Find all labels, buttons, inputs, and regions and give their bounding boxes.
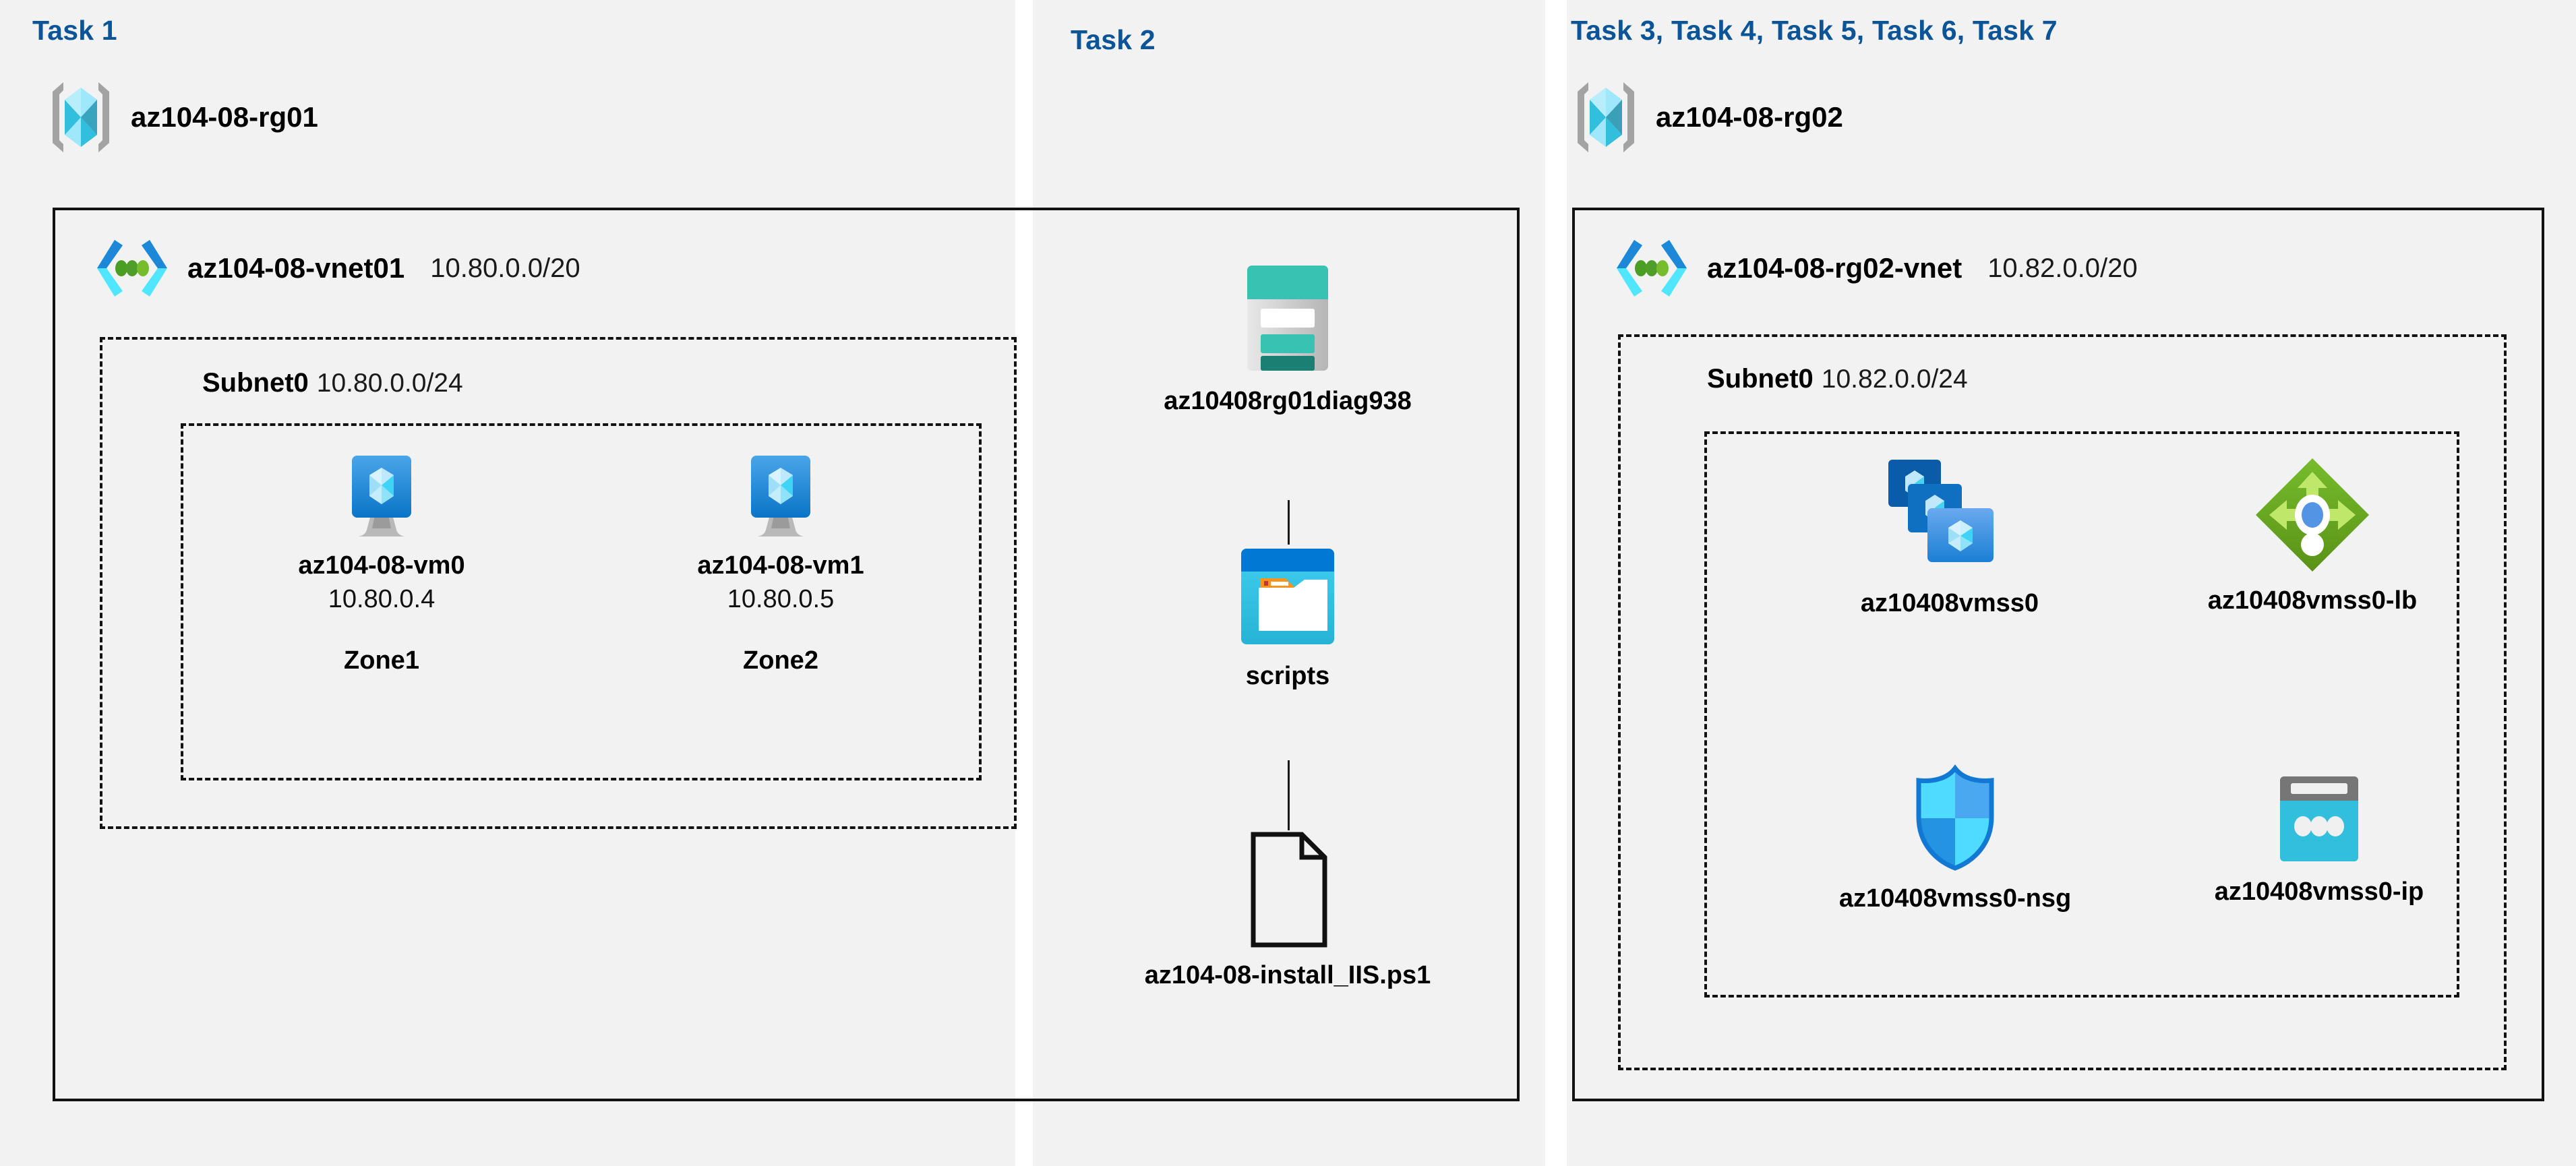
resource-group-rg02: az104-08-rg02 (1574, 80, 1843, 155)
network-security-group-icon (1909, 764, 2001, 872)
file-icon (1238, 830, 1337, 949)
vnet02-boundary (1572, 208, 2544, 1101)
resource-group-icon (49, 80, 113, 155)
subnet-cidr: 10.80.0.0/24 (316, 369, 463, 398)
vmss-group-boundary (1704, 431, 2459, 998)
connector-line-storage-to-container (1288, 500, 1290, 545)
vnet01-boundary (53, 208, 1520, 1101)
storage-account-icon (1238, 262, 1338, 375)
vnet01-header: az104-08-vnet01 10.80.0.0/20 (94, 237, 580, 299)
vnet-name-label: az104-08-rg02-vnet (1707, 252, 1963, 284)
node-ip-address: 10.80.0.5 (727, 584, 835, 613)
resource-group-icon (1574, 80, 1638, 155)
subnet0-boundary-vnet01 (100, 337, 1017, 829)
node-name: az104-08-install_IIS.ps1 (1144, 961, 1431, 989)
subnet0-boundary-vnet02 (1618, 334, 2507, 1070)
node-name: az10408vmss0 (1860, 589, 2039, 617)
node-name: az10408vmss0-nsg (1838, 884, 2072, 913)
resource-group-label: az104-08-rg01 (131, 101, 318, 133)
blob-container-icon (1234, 545, 1341, 650)
subnet-name: Subnet0 (202, 368, 309, 398)
node-name: scripts (1245, 662, 1330, 690)
resource-node-blob-container[interactable]: scripts (1200, 545, 1375, 693)
node-name: az10408vmss0-lb (2207, 586, 2418, 615)
vnet-cidr-label: 10.80.0.0/20 (430, 253, 580, 283)
task3-heading: Task 3, Task 4, Task 5, Task 6, Task 7 (1571, 15, 2058, 46)
subnet-name: Subnet0 (1707, 364, 1814, 394)
node-ip-address: 10.80.0.4 (328, 584, 436, 613)
resource-node-vm0[interactable]: az104-08-vm0 10.80.0.4 Zone1 (280, 452, 483, 675)
node-zone: Zone2 (743, 646, 818, 675)
resource-group-rg01: az104-08-rg01 (49, 80, 318, 155)
resource-node-vm-scale-set[interactable]: az10408vmss0 (1815, 456, 2085, 620)
subnet-cidr: 10.82.0.0/24 (1821, 365, 1968, 394)
connector-line-container-to-file (1288, 760, 1290, 830)
task1-heading: Task 1 (32, 15, 117, 46)
task2-heading: Task 2 (1071, 24, 1156, 55)
task1-panel (0, 0, 1015, 1166)
vnet-name-label: az104-08-vnet01 (187, 252, 405, 284)
vnet02-header: az104-08-rg02-vnet 10.82.0.0/20 (1614, 237, 2138, 299)
vm-scale-set-icon (1886, 456, 2014, 577)
load-balancer-icon (2253, 456, 2372, 574)
virtual-network-icon (94, 237, 170, 299)
vm-group-boundary (181, 423, 982, 780)
public-ip-address-icon (2272, 774, 2366, 865)
node-name: az10408vmss0-ip (2214, 878, 2424, 906)
resource-node-script-file[interactable]: az104-08-install_IIS.ps1 (1079, 830, 1497, 992)
resource-node-vm1[interactable]: az104-08-vm1 10.80.0.5 Zone2 (680, 452, 882, 675)
node-name: az104-08-vm1 (697, 551, 864, 580)
resource-group-label: az104-08-rg02 (1656, 101, 1843, 133)
resource-node-storage-account[interactable]: az10408rg01diag938 (1146, 262, 1429, 418)
virtual-network-icon (1614, 237, 1689, 299)
resource-node-public-ip-address[interactable]: az10408vmss0-ip (2184, 774, 2454, 909)
virtual-machine-icon (341, 452, 422, 539)
virtual-machine-icon (740, 452, 821, 539)
node-name: az10408rg01diag938 (1164, 387, 1412, 415)
resource-node-load-balancer[interactable]: az10408vmss0-lb (2164, 456, 2461, 617)
task3-panel (1567, 0, 2576, 1166)
vnet-cidr-label: 10.82.0.0/20 (1987, 253, 2138, 283)
resource-node-network-security-group[interactable]: az10408vmss0-nsg (1820, 764, 2090, 915)
node-zone: Zone1 (344, 646, 419, 675)
node-name: az104-08-vm0 (298, 551, 465, 580)
